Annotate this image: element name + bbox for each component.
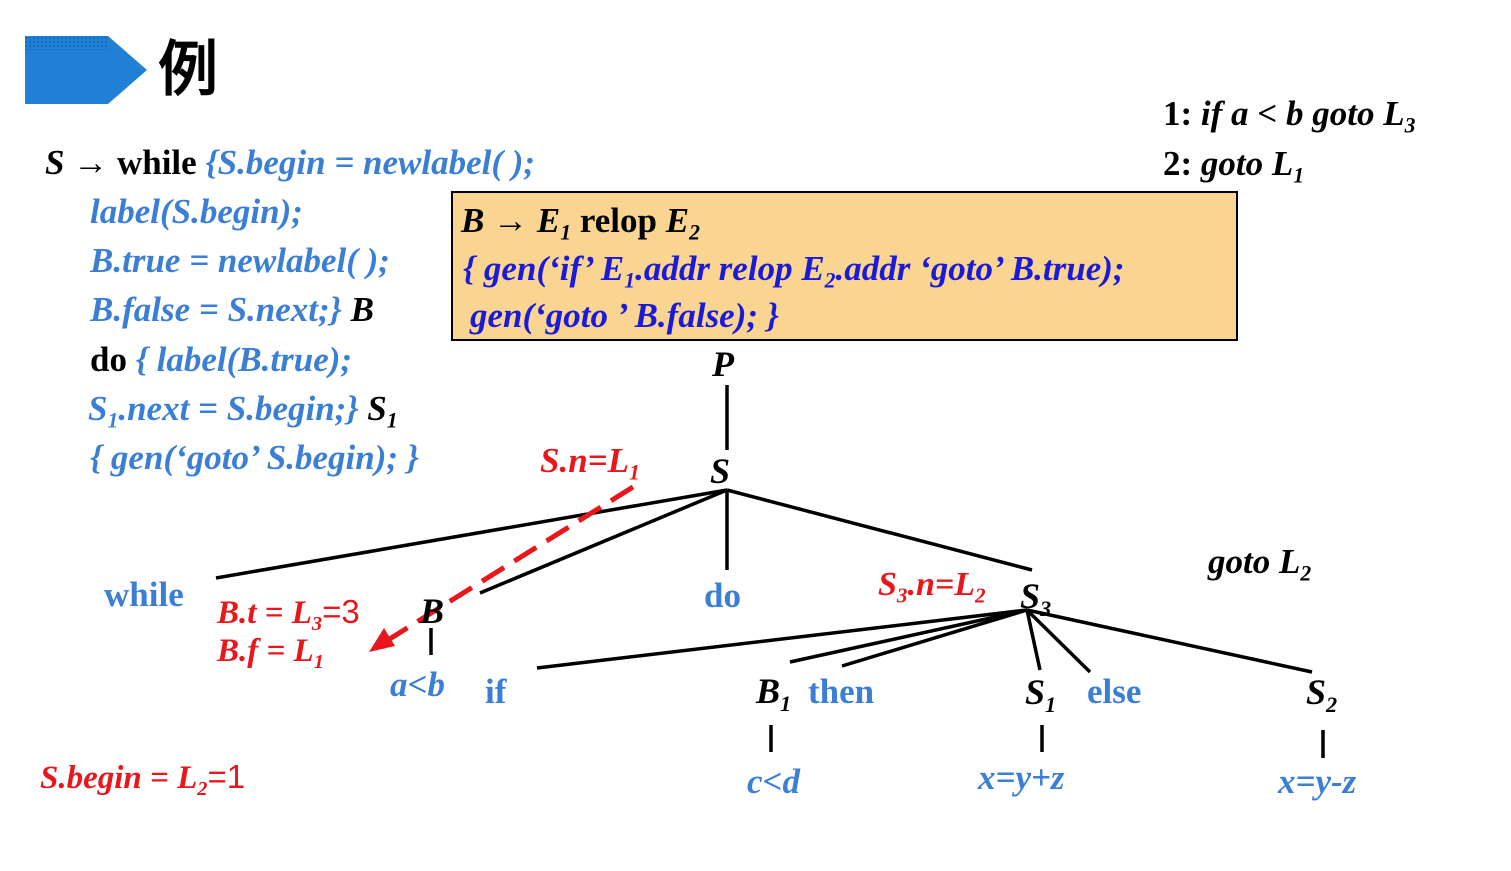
box-line-1: B → E1 relop E2 — [461, 201, 700, 245]
red-arrowhead — [369, 628, 395, 652]
node-b1: B1 — [756, 671, 792, 716]
node-s3: S3 — [1020, 576, 1052, 621]
code-goto-l2: goto L2 — [1208, 542, 1312, 586]
rule-bfalse: B.false = S.next;} — [90, 290, 342, 329]
code-line-2: 2: goto L1 — [1163, 144, 1305, 188]
rule-line-3: B.true = newlabel( ); — [90, 241, 390, 280]
rule-label-btrue: { label(B.true); — [135, 340, 353, 379]
annotation-b-false: B.f = L1 — [217, 633, 324, 674]
rule-line-5: do { label(B.true); — [90, 342, 352, 377]
rule-s1: S1 — [367, 389, 398, 433]
node-a-lt-b: a<b — [390, 665, 445, 704]
rule-arrow: → — [73, 143, 109, 182]
edge-s-s3 — [726, 488, 1033, 572]
code-line-1: 1: if a < b goto L3 — [1163, 94, 1416, 138]
edge-s3-b1 — [789, 608, 1028, 664]
box-line-2: { gen(‘if’ E1.addr relop E2.addr ‘goto’ … — [463, 249, 1125, 293]
page-title: 例 — [158, 35, 218, 105]
node-p: P — [712, 344, 734, 384]
header-arrow-dots — [25, 36, 108, 50]
rule-s1next: S1.next = S.begin;} — [88, 389, 359, 433]
rule-do: do — [90, 340, 127, 379]
edge-s-b — [479, 488, 728, 595]
relop-rule-box — [451, 191, 1238, 341]
annotation-b-true: B.t = L3=3 — [217, 593, 360, 636]
edge-s3-if — [536, 608, 1028, 670]
node-if: if — [485, 672, 507, 711]
node-s: S — [710, 451, 731, 491]
rule-action-1: {S.begin = newlabel( ); — [205, 143, 536, 182]
node-s1: S1 — [1025, 672, 1057, 717]
rule-line-6: S1.next = S.begin;} S1 — [88, 389, 398, 433]
edge-s3-else — [1025, 608, 1092, 674]
edge-s3-s1 — [1025, 609, 1042, 671]
annotation-s-begin: S.begin = L2=1 — [40, 758, 246, 801]
node-c-lt-d: c<d — [747, 762, 800, 801]
tree-edges — [215, 385, 1325, 758]
node-else: else — [1087, 672, 1142, 711]
rule-line-2: label(S.begin); — [90, 192, 303, 231]
rule-while: while — [116, 143, 197, 182]
rule-b: B — [350, 290, 374, 329]
header-arrow-shape — [25, 36, 147, 104]
node-while: while — [104, 575, 184, 614]
annotation-s-next: S.n=L1 — [540, 441, 640, 485]
node-x-eq-y-minus-z: x=y-z — [1278, 762, 1357, 801]
node-s2: S2 — [1306, 672, 1338, 717]
rule-s: S — [45, 143, 65, 182]
edge-s3-then — [841, 608, 1028, 668]
red-dashed-arrow — [386, 484, 635, 643]
box-line-3: gen(‘goto ’ B.false); } — [470, 296, 779, 335]
edge-s-while — [215, 488, 728, 580]
node-x-eq-y-plus-z: x=y+z — [978, 758, 1065, 797]
node-b: B — [420, 591, 445, 631]
rule-line-4: B.false = S.next;} B — [90, 292, 374, 327]
rule-line-1: S → while {S.begin = newlabel( ); — [45, 145, 535, 180]
annotation-s3-next: S3.n=L2 — [878, 566, 986, 608]
edge-s3-s2 — [1026, 608, 1313, 674]
node-then: then — [808, 672, 875, 711]
rule-line-7: { gen(‘goto’ S.begin); } — [90, 438, 419, 477]
node-do: do — [704, 576, 741, 615]
